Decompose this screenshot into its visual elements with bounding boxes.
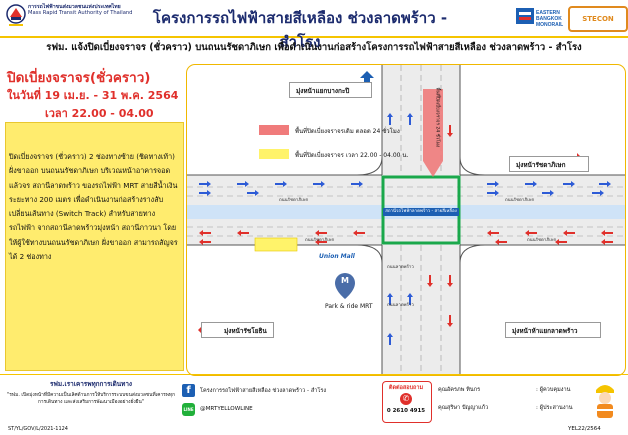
closure-title: ปิดเบี่ยงจราจร(ชั่วคราว) [7, 70, 151, 86]
road-label: ถนนลาดพร้าว [387, 265, 414, 270]
svg-text:BANGKOK: BANGKOK [536, 16, 562, 22]
page-title: โครงการรถไฟฟ้าสายสีเหลือง ช่วงลาดพร้าว -… [152, 9, 448, 51]
direction-label-ratchadaphisek: มุ่งหน้ารัชดาภิเษก [509, 156, 589, 172]
footer-divider [0, 374, 628, 375]
road-label: ถนนรัชดาภิเษก [279, 198, 309, 203]
direction-label-ha-yaek-lat-phrao: มุ่งหน้าห้าแยกลาดพร้าว [505, 322, 601, 338]
contact-phone: 0 2610 4915 [386, 408, 426, 414]
phone-icon: ✆ [400, 393, 412, 405]
slogan-title: รฟม.เราเคารพทุกการเดินทาง [49, 380, 133, 388]
person-2-name: คุณสุริษา ปัญญาแก้ว [438, 405, 489, 411]
legend-red-swatch [259, 125, 289, 135]
document-number: YEL22/2564 [568, 426, 601, 432]
footer-bottom-band [0, 428, 628, 435]
legend-red-label: พื้นที่ปิดเบี่ยงจราจรเดิม ตลอด 24 ชั่วโม… [295, 128, 400, 135]
direction-label-bangkapi: มุ่งหน้าแยกบางกะปิ [289, 82, 373, 98]
mrta-logo [6, 4, 26, 30]
road-label: ถนนรัชดาภิเษก [505, 198, 535, 203]
document-code: ST/YL/GOV/L/2021-1124 [8, 426, 68, 432]
mascot-worker-icon [590, 380, 620, 420]
legend-yellow-swatch [259, 149, 289, 159]
description-box [5, 122, 184, 371]
svg-text:MONORAIL: MONORAIL [536, 22, 563, 28]
person-1-name: คุณอัครภพ ทินกร [438, 387, 481, 393]
station-label: สถานีรถไฟฟ้าลาดพร้าว - สายสีเหลือง [383, 208, 459, 216]
eastern-bangkok-monorail-logo: EASTERN BANGKOK MONORAIL [515, 5, 567, 31]
union-mall-logo: Union Mall [319, 253, 355, 260]
stecon-logo: STECON [568, 6, 628, 32]
mrta-name-en: Mass Rapid Transit Authority of Thailand [28, 10, 133, 17]
person-2-role: : ผู้ประสานงาน [536, 405, 573, 411]
person-1-role: : ผู้ควบคุมงาน [536, 387, 571, 393]
park-and-ride-label: Park & ride MRT [325, 303, 373, 310]
road-label: ถนนลาดพร้าว [387, 303, 414, 308]
line-icon: LINE [182, 403, 195, 416]
svg-text:EASTERN: EASTERN [536, 10, 560, 16]
road-label: ถนนรัชดาภิเษก [305, 238, 335, 243]
slogan-block: รฟม.เราเคารพทุกการเดินทาง "รฟม. เปิดมุ่ง… [6, 379, 176, 423]
direction-label-ratchayothin: มุ่งหน้ารัชโยธิน [201, 322, 274, 338]
notice-subtitle: รฟม. แจ้งปิดเบี่ยงจราจร (ชั่วคราว) บนถนน… [46, 42, 582, 53]
closure-date: ในวันที่ 19 เม.ย. - 31 พ.ค. 2564 [7, 89, 179, 102]
closure-description: ปิดเบี่ยงจราจร (ชั่วคราว) 2 ช่องทางซ้าย … [9, 152, 178, 262]
mrt-letter-icon: M [341, 276, 349, 285]
road-label: ถนนรัชดาภิเษก [527, 238, 557, 243]
mrta-name: การรถไฟฟ้าขนส่งมวลชนแห่งประเทศไทย Mass R… [28, 4, 144, 17]
contact-title: ติดต่อสอบถาม [388, 385, 424, 391]
facebook-page-link[interactable]: โครงการรถไฟฟ้าสายสีเหลือง ช่วงลาดพร้าว -… [200, 388, 327, 394]
legend-yellow-label: พื้นที่ปิดเบี่ยงจราจร เวลา 22.00 - 04.00… [295, 152, 409, 159]
facebook-icon: f [182, 384, 195, 397]
closure-area-label: พื้นที่ปิดเบี่ยงจราจร 24 ชั่วโมง [434, 87, 440, 148]
mrta-name-th: การรถไฟฟ้าขนส่งมวลชนแห่งประเทศไทย [28, 4, 121, 10]
traffic-map: พื้นที่ปิดเบี่ยงจราจรเดิม ตลอด 24 ชั่วโม… [186, 64, 626, 376]
line-account-link[interactable]: @MRTYELLOWLINE [200, 406, 253, 412]
slogan-text: "รฟม. เปิดมุ่งหน้าที่มีความเป็นเลิศด้านก… [7, 393, 175, 405]
